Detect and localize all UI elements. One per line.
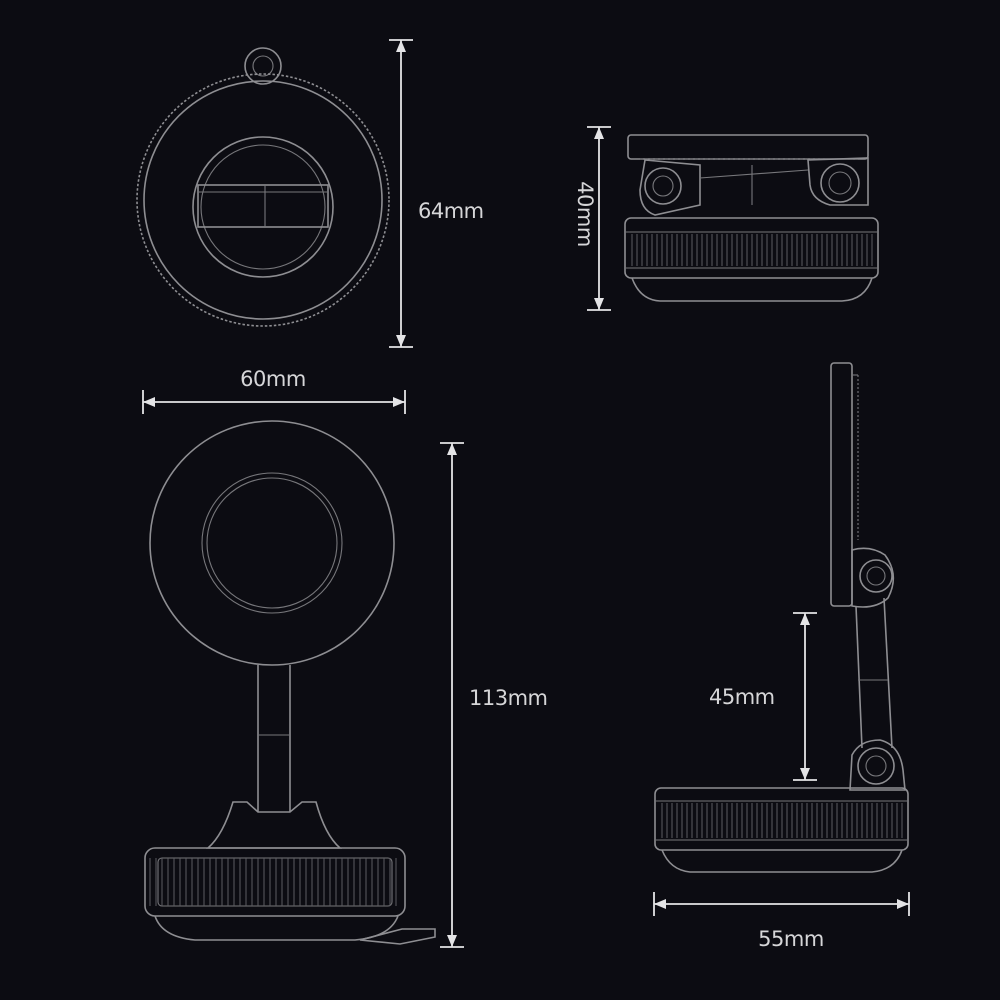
dimension-label-45mm: 45mm bbox=[709, 685, 775, 709]
dimension-line-64mm bbox=[389, 39, 413, 348]
dimension-line-45mm bbox=[793, 612, 817, 781]
front-view-base-ridges bbox=[149, 858, 397, 906]
side-view-standing-base-ridges bbox=[661, 803, 903, 838]
dimension-label-113mm: 113mm bbox=[469, 686, 548, 710]
dimension-label-55mm: 55mm bbox=[758, 927, 824, 951]
dimension-label-40mm: 40mm bbox=[573, 181, 597, 247]
front-view-drawing bbox=[144, 420, 436, 945]
dimension-line-40mm bbox=[587, 126, 611, 311]
side-view-folded-drawing bbox=[624, 134, 879, 302]
dimension-label-64mm: 64mm bbox=[418, 199, 484, 223]
dimension-line-55mm bbox=[653, 892, 910, 916]
side-view-standing-drawing bbox=[654, 362, 909, 873]
dimension-line-60mm bbox=[142, 390, 406, 414]
top-view-drawing bbox=[136, 47, 390, 327]
dimension-label-60mm: 60mm bbox=[240, 367, 306, 391]
side-view-base-ridges bbox=[631, 234, 873, 266]
dimension-line-113mm bbox=[440, 442, 464, 948]
